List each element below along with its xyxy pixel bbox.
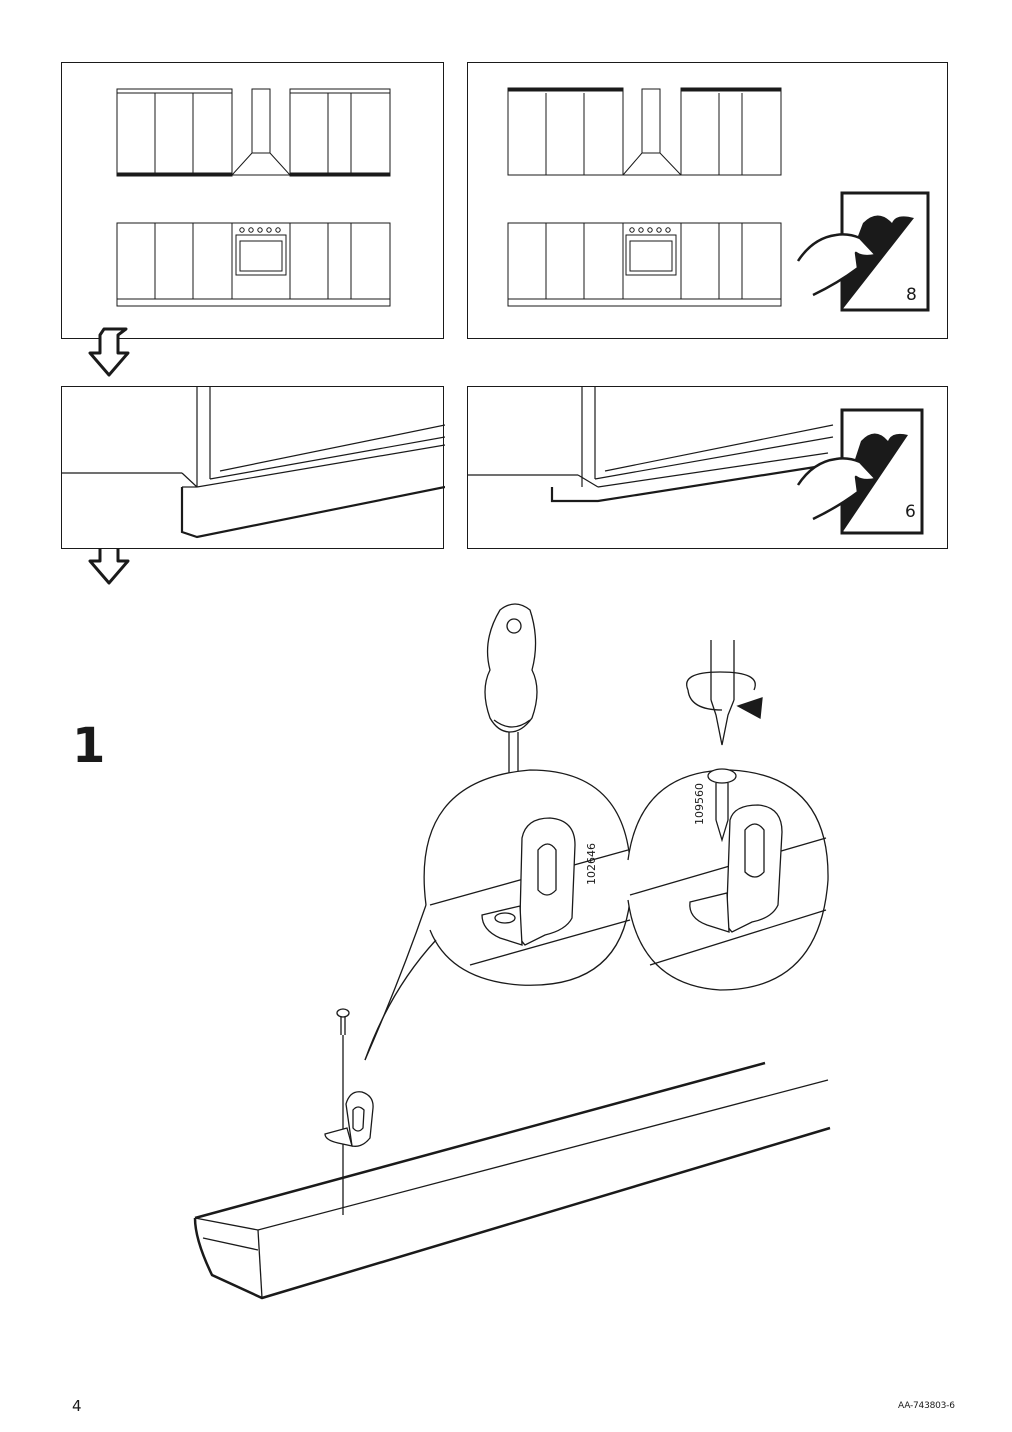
peel-count-text: 6 (905, 502, 916, 522)
bracket-icon (481, 817, 576, 946)
screw-part-number: 109560 (693, 783, 706, 825)
panel-kitchen-overview-left (61, 62, 444, 339)
screw-icon (336, 1008, 350, 1215)
rotate-arrow-icon (686, 671, 756, 691)
peel-count-text: 8 (906, 285, 917, 305)
panel-plinth-closeup-left (61, 386, 445, 549)
down-arrow-icon (88, 327, 130, 377)
panel-plinth-closeup-right: 6 (467, 386, 948, 549)
page-number: 4 (72, 1397, 82, 1415)
document-code: AA-743803-6 (898, 1401, 955, 1411)
bracket-icon (689, 804, 783, 933)
screw-icon (707, 768, 737, 843)
bracket-icon (324, 1091, 374, 1147)
step-1-illustration (193, 603, 831, 1300)
step-number: 1 (72, 718, 106, 774)
peel-film-icon (796, 408, 924, 535)
plinth-closeup-left-illustration (62, 387, 445, 539)
panel-kitchen-overview-right: 8 (467, 62, 948, 339)
plinth-closeup-right-illustration (468, 387, 924, 535)
screwdriver-part-number: 102646 (585, 843, 598, 885)
kitchen-overview-right-illustration (507, 87, 930, 312)
peel-film-icon (796, 191, 930, 312)
kitchen-overview-left-illustration (116, 88, 391, 307)
